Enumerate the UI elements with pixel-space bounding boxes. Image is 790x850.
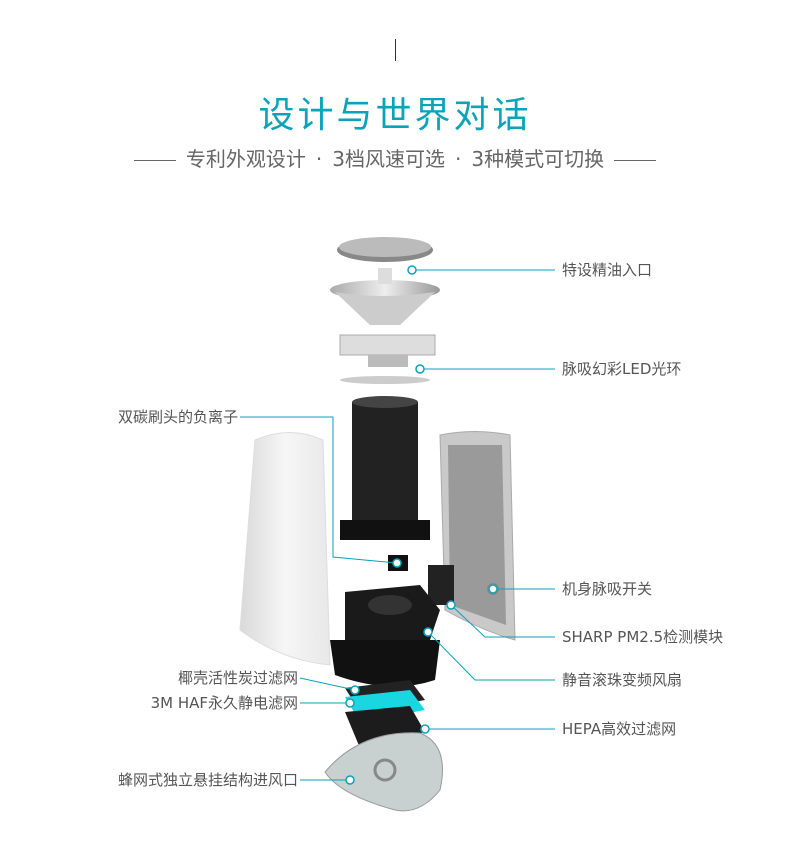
label-carbon-filter: 椰壳活性炭过滤网: [177, 669, 298, 687]
label-essential-oil-inlet: 特设精油入口: [562, 261, 653, 279]
label-led-ring: 脉吸幻彩LED光环: [562, 360, 682, 378]
label-hepa-filter: HEPA高效过滤网: [562, 720, 677, 738]
leader-lines: [240, 269, 555, 781]
right-dash: [614, 160, 657, 161]
pm-sensor: [428, 565, 454, 605]
left-shell: [239, 432, 331, 666]
label-haf-filter: 3M HAF永久静电滤网: [150, 694, 298, 712]
label-fan: 静音滚珠变频风扇: [562, 671, 683, 689]
filter-stack: [345, 680, 425, 748]
top-cap: [337, 237, 433, 262]
separator: ·: [455, 147, 462, 171]
label-carbon-brush-ion: 双碳刷头的负离子: [117, 408, 238, 426]
label-body-switch: 机身脉吸开关: [562, 580, 653, 598]
callout-dots: [345, 265, 498, 785]
feature-design: 专利外观设计: [185, 147, 306, 171]
feature-modes: 3种模式可切换: [471, 147, 605, 171]
central-column: [340, 396, 430, 540]
top-divider: [395, 39, 396, 61]
fan-housing: [330, 585, 440, 687]
left-dash: [133, 160, 176, 161]
separator: ·: [315, 147, 323, 171]
label-air-inlet: 蜂网式独立悬挂结构进风口: [117, 771, 298, 789]
label-pm-sensor: SHARP PM2.5检测模块: [562, 628, 724, 646]
feature-speed: 3档风速可选: [332, 147, 445, 171]
page-title: 设计与世界对话: [258, 95, 532, 136]
subtitle: 专利外观设计 · 3档风速可选 · 3种模式可切换: [0, 143, 790, 172]
led-ring-assembly: [339, 334, 436, 384]
diffuser: [330, 268, 440, 325]
air-inlet-base: [324, 732, 443, 812]
